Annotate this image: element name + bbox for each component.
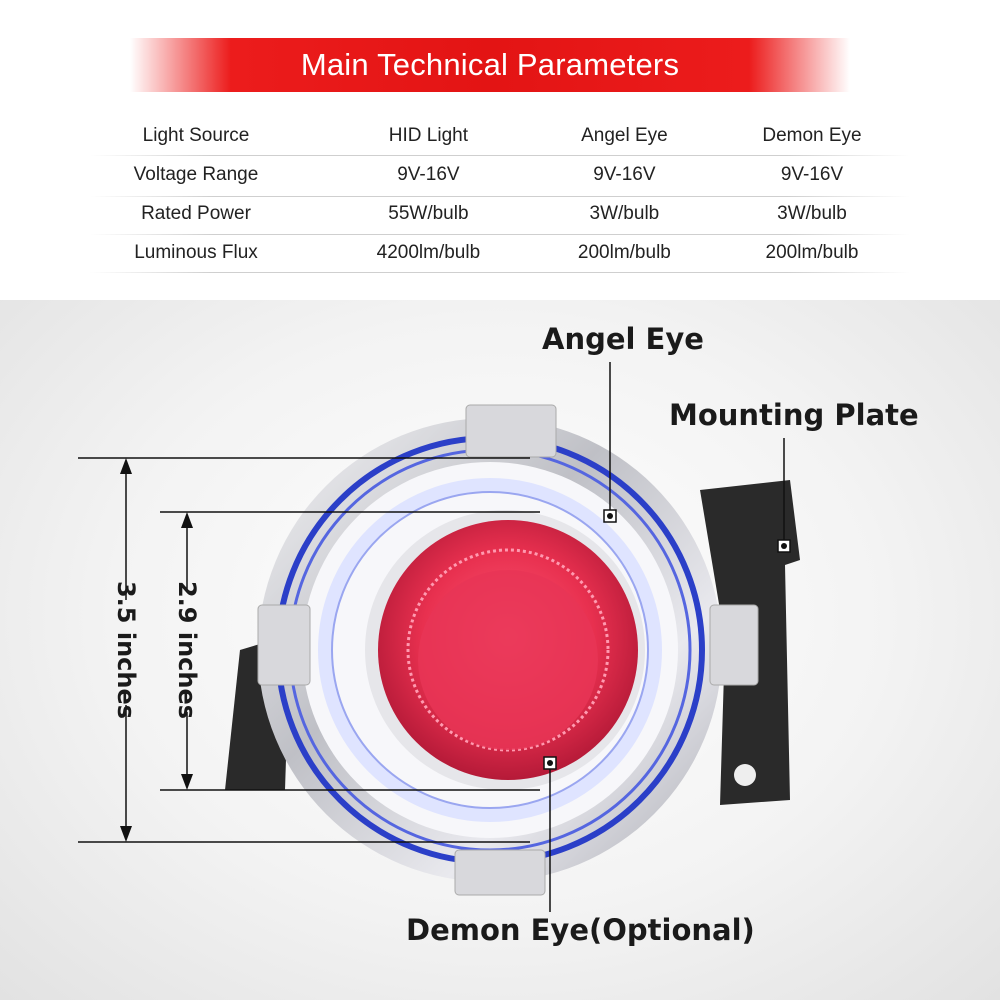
arrowhead (120, 458, 132, 474)
table-cell: Angel Eye (581, 125, 668, 146)
arrowhead (181, 512, 193, 528)
angel-eye-label: Angel Eye (542, 322, 704, 356)
table-divider (90, 155, 910, 156)
arrowhead (181, 774, 193, 790)
table-cell: HID Light (388, 125, 468, 146)
arrowhead (120, 826, 132, 842)
shroud-tab (465, 404, 557, 458)
callout-dot (607, 513, 613, 519)
table-divider (90, 234, 910, 235)
table-row: Voltage Range 9V-16V 9V-16V 9V-16V (70, 156, 910, 195)
table-row: Luminous Flux 4200lm/bulb 200lm/bulb 200… (70, 234, 910, 273)
table-cell: Voltage Range (133, 164, 259, 185)
angel-eye-ring (331, 491, 649, 809)
mounting-hole (734, 764, 756, 786)
table-divider (90, 272, 910, 273)
table-cell: Light Source (142, 125, 250, 146)
table-cell: 3W/bulb (777, 203, 847, 224)
callout-dot (781, 543, 787, 549)
table-cell: 3W/bulb (589, 203, 660, 224)
table-cell: 9V-16V (593, 164, 656, 185)
table-cell: 200lm/bulb (765, 242, 859, 263)
demon-eye-label: Demon Eye(Optional) (406, 913, 755, 947)
table-row: Light Source HID Light Angel Eye Demon E… (70, 117, 910, 156)
lens-center (418, 570, 598, 750)
table-cell: Rated Power (141, 203, 251, 224)
table-row: Rated Power 55W/bulb 3W/bulb 3W/bulb (70, 195, 910, 234)
callout-dot (547, 760, 553, 766)
mounting-plate-label: Mounting Plate (669, 398, 919, 432)
table-cell: 9V-16V (397, 164, 460, 185)
title-banner: Main Technical Parameters (130, 38, 850, 92)
table-cell: 9V-16V (780, 164, 844, 185)
page-title: Main Technical Parameters (300, 47, 680, 82)
parameters-table: Light Source HID Light Angel Eye Demon E… (70, 117, 910, 273)
shroud-tab (709, 604, 759, 686)
table-cell: 200lm/bulb (577, 242, 671, 263)
shroud-tab (257, 604, 311, 686)
table-cell: 4200lm/bulb (376, 242, 481, 263)
outer-dimension-label: 3.5 inches (112, 580, 141, 720)
table-divider (90, 196, 910, 197)
table-cell: 55W/bulb (388, 203, 469, 224)
table-cell: Demon Eye (762, 125, 862, 146)
table-cell: Luminous Flux (134, 242, 258, 263)
shroud-tab (454, 849, 546, 896)
angel-eye-ring (318, 478, 662, 822)
inner-dimension-label: 2.9 inches (173, 580, 202, 720)
